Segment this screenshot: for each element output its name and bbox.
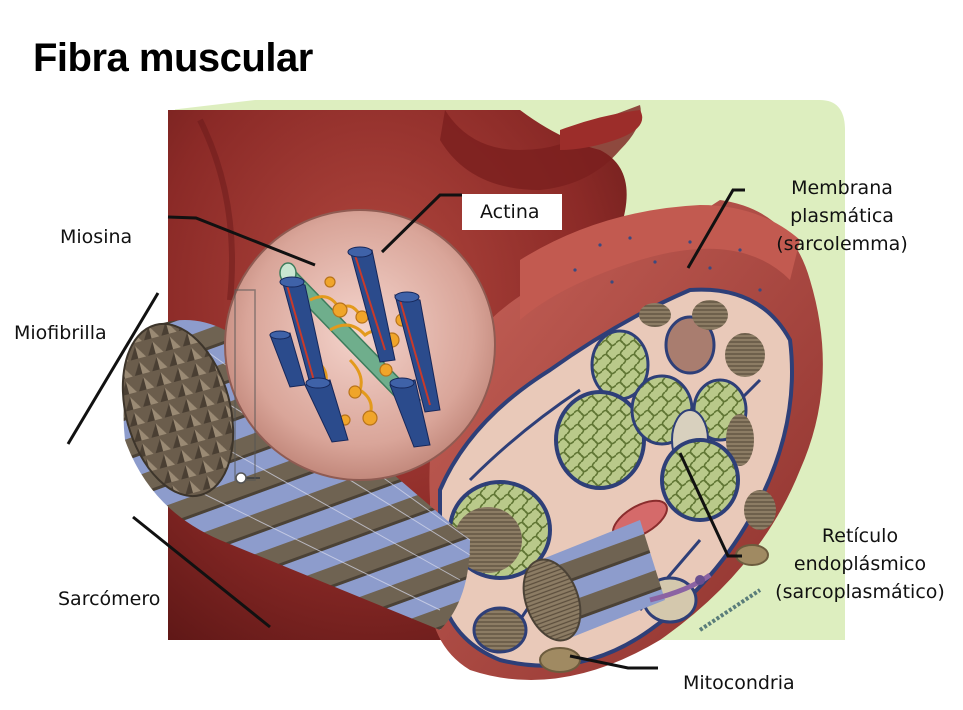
label-sarcomero: Sarcómero: [58, 588, 161, 610]
reticulo-pointer: [678, 452, 742, 558]
label-membrana-plasmatica: Membrana plasmática (sarcolemma): [772, 174, 912, 258]
label-actina: Actina: [480, 201, 540, 223]
sarcomero-bracket: [132, 515, 271, 629]
membrana-pointer: [686, 188, 745, 269]
miofibrilla-bracket: [66, 292, 160, 445]
miosina-pointer: [167, 215, 316, 267]
label-membrana-line2: plasmática: [790, 205, 894, 227]
label-membrana-line1: Membrana: [791, 177, 893, 199]
myofibril-cylinder: [522, 520, 665, 642]
filament-strand: [649, 572, 762, 632]
actin-thin-filaments: [269, 246, 441, 448]
label-reticulo-line1: Retículo: [821, 525, 899, 547]
fiber-cross-section: [438, 287, 794, 673]
actina-pointer: [380, 193, 462, 254]
magnified-sarcomere-circle: [224, 209, 496, 484]
myofibril-bundle: [121, 320, 471, 630]
actina-label-box: [462, 194, 562, 230]
mitocondria-pointer: [569, 654, 658, 670]
label-reticulo-endoplasmico: Retículo endoplásmico (sarcoplasmático): [770, 522, 950, 606]
label-miosina: Miosina: [60, 226, 133, 248]
label-reticulo-line2: endoplásmico: [793, 553, 927, 575]
page-title: Fibra muscular: [33, 36, 313, 80]
label-pointer-lines: [66, 188, 745, 670]
label-miofibrilla: Miofibrilla: [14, 322, 107, 344]
label-membrana-line3: (sarcolemma): [776, 233, 908, 255]
label-mitocondria: Mitocondria: [683, 672, 795, 694]
label-reticulo-line3: (sarcoplasmático): [775, 581, 945, 603]
myofibril-sr: [448, 300, 776, 673]
